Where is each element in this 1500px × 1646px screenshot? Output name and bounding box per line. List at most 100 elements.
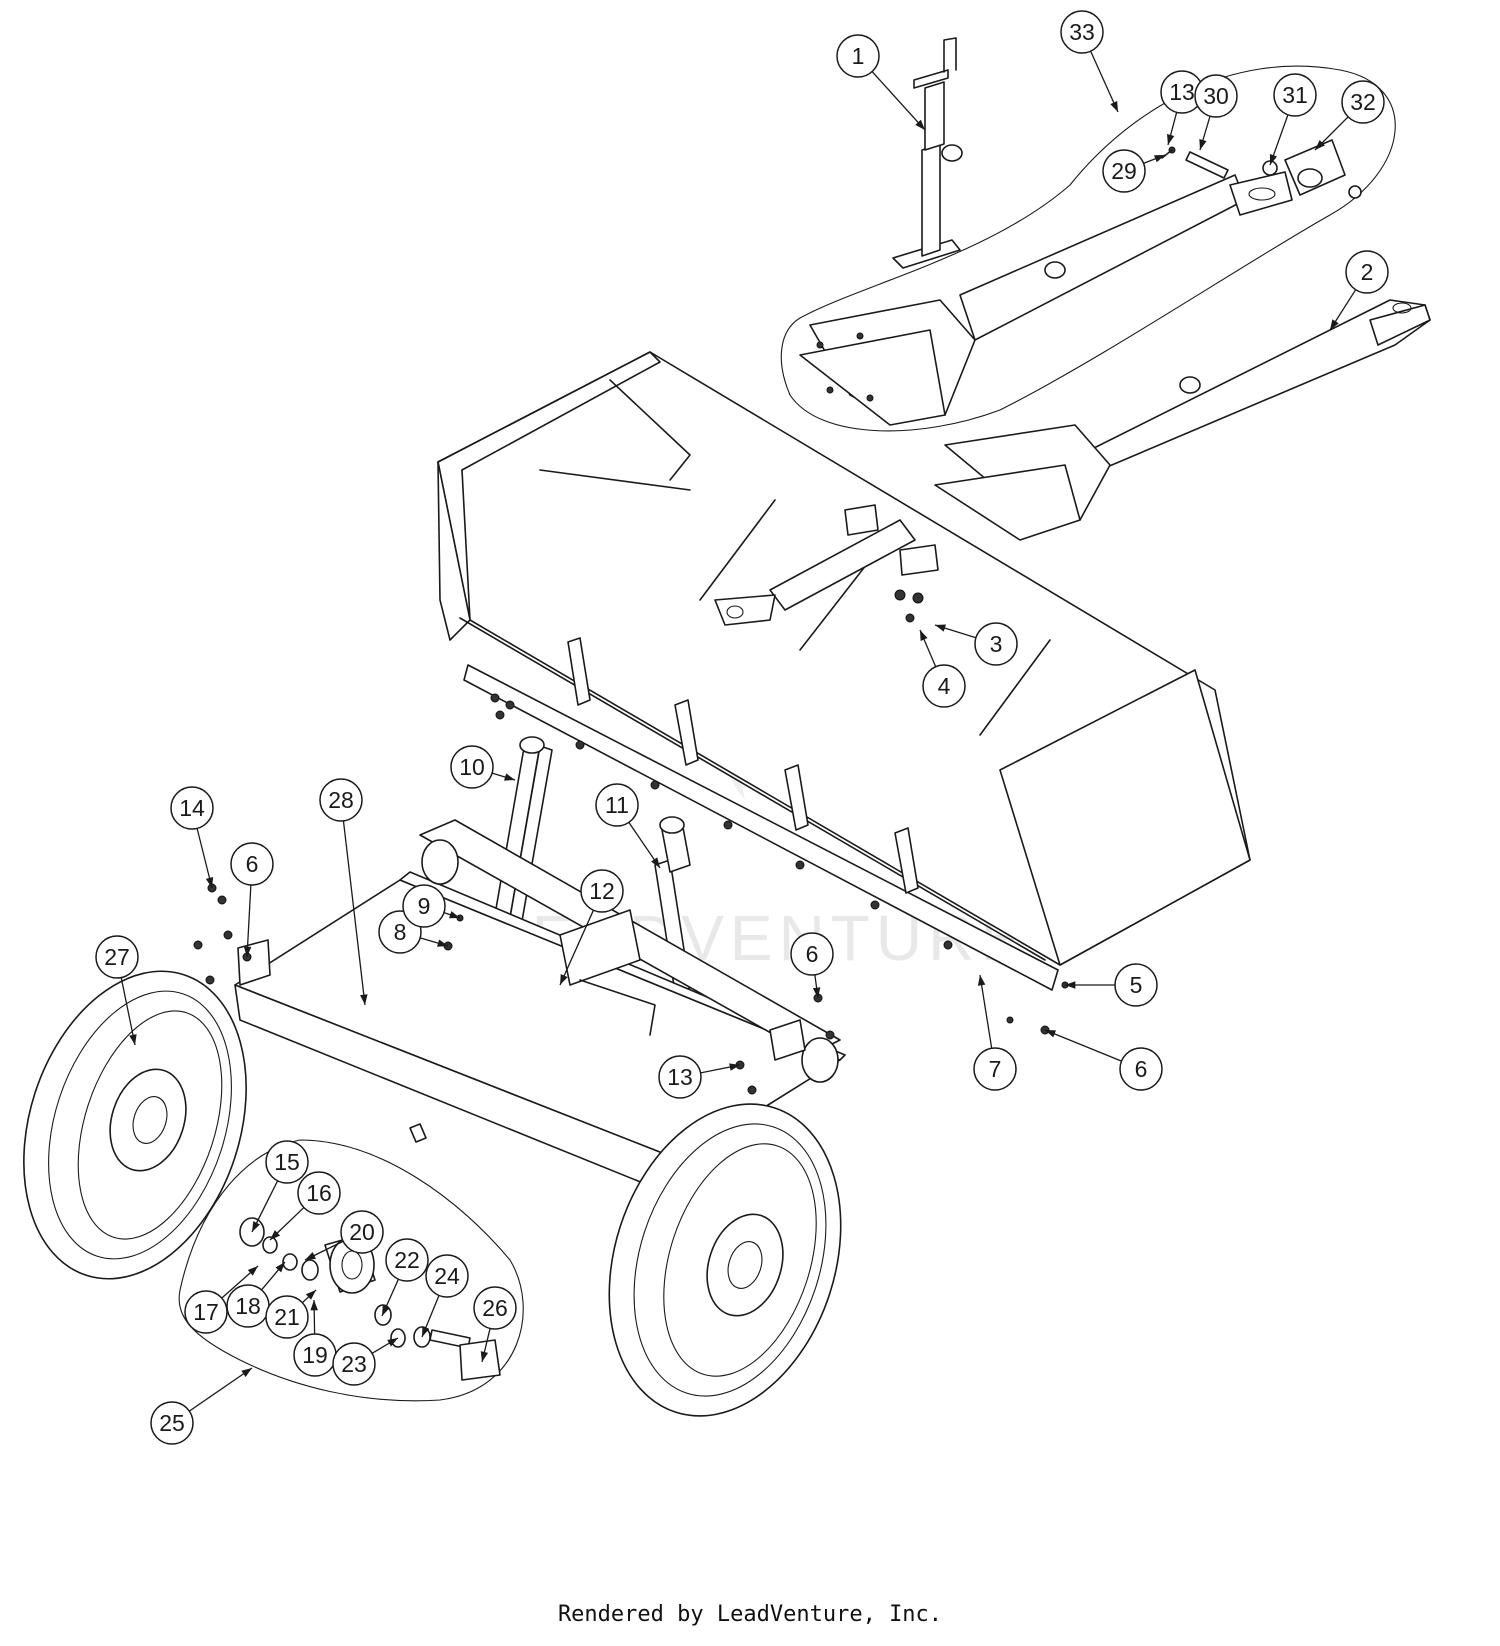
callout-label: 13 [1169, 79, 1195, 105]
callout-circle [1273, 73, 1317, 117]
callout-label: 19 [302, 1342, 328, 1368]
callout-circle [1114, 963, 1158, 1007]
callout-21[interactable]: 21 [265, 1289, 317, 1339]
clevis[interactable] [1262, 139, 1362, 199]
callout-16[interactable]: 16 [269, 1171, 341, 1241]
callout-arrow-icon [935, 624, 946, 632]
callout-circle [1345, 250, 1389, 294]
callout-label: 25 [159, 1410, 185, 1436]
callout-17[interactable]: 17 [184, 1265, 259, 1334]
callout-leader [188, 1367, 253, 1412]
hitch-tongue-lower[interactable] [934, 299, 1431, 541]
callout-arrow-icon [1330, 319, 1339, 330]
callout-7[interactable]: 7 [973, 974, 1017, 1091]
callout-label: 32 [1350, 89, 1376, 115]
callout-arrow-icon [310, 1300, 318, 1311]
callout-arrow-icon [205, 877, 214, 888]
callout-11[interactable]: 11 [595, 783, 661, 869]
callout-13[interactable]: 13 [1160, 70, 1204, 146]
wheel-left[interactable] [0, 942, 284, 1307]
callout-arrow-icon [305, 1290, 316, 1300]
callout-label: 6 [1135, 1056, 1148, 1082]
callout-arrow-icon [360, 994, 368, 1005]
callout-label: 10 [459, 754, 485, 780]
callout-12[interactable]: 12 [559, 869, 624, 986]
callout-label: 24 [434, 1263, 460, 1289]
callout-19[interactable]: 19 [293, 1299, 337, 1377]
hitch-pin[interactable] [1161, 146, 1229, 179]
callout-30[interactable]: 30 [1194, 74, 1238, 151]
callout-circle [790, 932, 834, 976]
callout-27[interactable]: 27 [95, 935, 139, 1046]
callout-circle [973, 1047, 1017, 1091]
callout-3[interactable]: 3 [934, 622, 1018, 666]
callout-arrow-icon [247, 1266, 258, 1276]
callout-20[interactable]: 20 [304, 1210, 384, 1261]
callout-25[interactable]: 25 [150, 1367, 253, 1445]
callout-24[interactable]: 24 [421, 1254, 469, 1338]
callout-15[interactable]: 15 [251, 1140, 309, 1233]
callout-13[interactable]: 13 [658, 1055, 741, 1099]
callout-arrow-icon [651, 857, 660, 868]
callout-label: 33 [1069, 19, 1095, 45]
callout-arrow-icon [504, 773, 515, 781]
callout-arrow-icon [275, 1262, 285, 1273]
agitator-bar[interactable] [463, 637, 1059, 991]
callout-6[interactable]: 6 [230, 842, 274, 958]
callout-31[interactable]: 31 [1269, 73, 1317, 166]
callout-33[interactable]: 33 [1060, 10, 1119, 113]
callout-label: 5 [1130, 972, 1143, 998]
callout-circle [184, 1290, 228, 1334]
callout-circle [658, 1055, 702, 1099]
callout-arrow-icon [1154, 155, 1165, 163]
callout-10[interactable]: 10 [450, 745, 516, 789]
callout-22[interactable]: 22 [381, 1238, 429, 1317]
hardware [193, 700, 1069, 1095]
callout-26[interactable]: 26 [473, 1286, 517, 1363]
callout-6[interactable]: 6 [1044, 1029, 1163, 1091]
hopper-body[interactable] [437, 351, 1251, 966]
callout-23[interactable]: 23 [332, 1337, 399, 1386]
callout-28[interactable]: 28 [319, 778, 368, 1006]
callout-arrow-icon [1166, 134, 1175, 145]
callout-label: 12 [589, 878, 615, 904]
wheel-right[interactable] [571, 1074, 879, 1446]
hopper-mount-bracket[interactable] [714, 504, 939, 626]
callout-arrow-icon [422, 1326, 430, 1337]
callout-18[interactable]: 18 [226, 1261, 286, 1328]
callout-circle [922, 664, 966, 708]
callout-label: 6 [806, 941, 819, 967]
callout-label: 22 [394, 1247, 420, 1273]
callout-circle [265, 1295, 309, 1339]
callout-circle [974, 622, 1018, 666]
assembly-33-outline [780, 65, 1396, 432]
hitch-tongue-upper[interactable] [799, 171, 1293, 426]
callout-circle [450, 745, 494, 789]
callout-arrow-icon [129, 1034, 137, 1045]
callout-2[interactable]: 2 [1329, 250, 1389, 331]
callout-1[interactable]: 1 [836, 34, 926, 131]
callout-9[interactable]: 9 [402, 884, 461, 928]
callout-5[interactable]: 5 [1065, 963, 1158, 1007]
axle-frame[interactable] [234, 819, 846, 1271]
callout-6[interactable]: 6 [790, 932, 834, 999]
callout-circle [836, 34, 880, 78]
callout-circle [580, 869, 624, 913]
jack-stand[interactable] [892, 37, 963, 269]
callout-label: 16 [306, 1180, 332, 1206]
callout-leader [246, 884, 252, 958]
callout-leader [1044, 1029, 1122, 1062]
callout-circle [425, 1254, 469, 1298]
callout-label: 20 [349, 1219, 375, 1245]
callout-leader [120, 977, 136, 1046]
callout-leader [871, 71, 926, 131]
callout-29[interactable]: 29 [1102, 149, 1166, 193]
callout-circle [319, 778, 363, 822]
callout-label: 14 [179, 795, 205, 821]
callout-4[interactable]: 4 [919, 629, 966, 708]
callout-arrow-icon [915, 119, 925, 130]
callout-label: 28 [328, 787, 354, 813]
callout-32[interactable]: 32 [1314, 80, 1385, 151]
callout-label: 23 [341, 1351, 367, 1377]
callout-14[interactable]: 14 [170, 786, 214, 889]
